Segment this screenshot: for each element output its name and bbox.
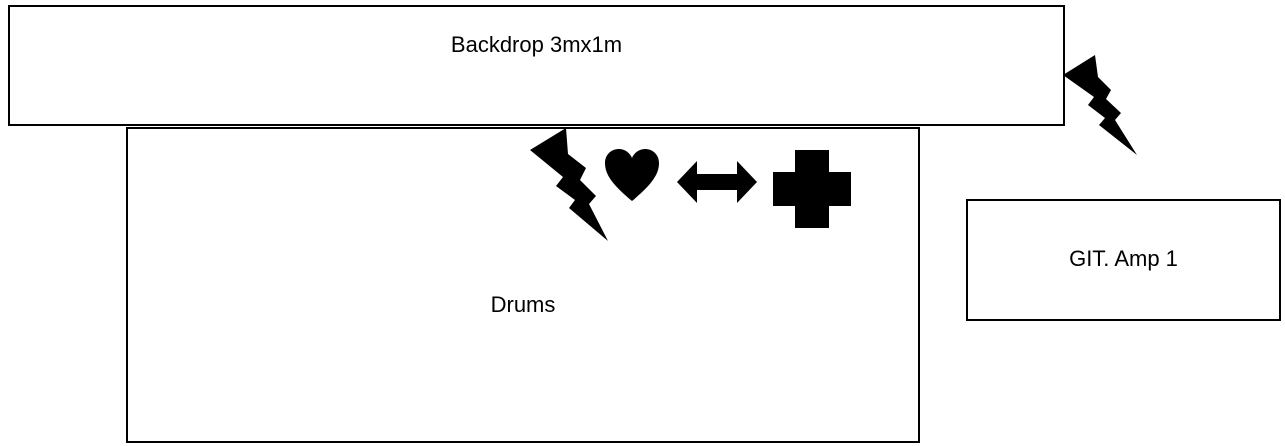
guitar-amp-box: GIT. Amp 1	[966, 199, 1281, 321]
double-arrow-icon	[677, 161, 757, 203]
lightning-icon	[530, 128, 608, 241]
lightning-icon	[1063, 55, 1137, 155]
backdrop-box: Backdrop 3mx1m	[8, 5, 1065, 126]
drums-label: Drums	[490, 292, 556, 317]
heart-icon	[605, 149, 659, 201]
backdrop-label: Backdrop 3mx1m	[450, 32, 623, 57]
cross-icon	[773, 150, 851, 228]
amp-label: GIT. Amp 1	[1069, 246, 1178, 271]
